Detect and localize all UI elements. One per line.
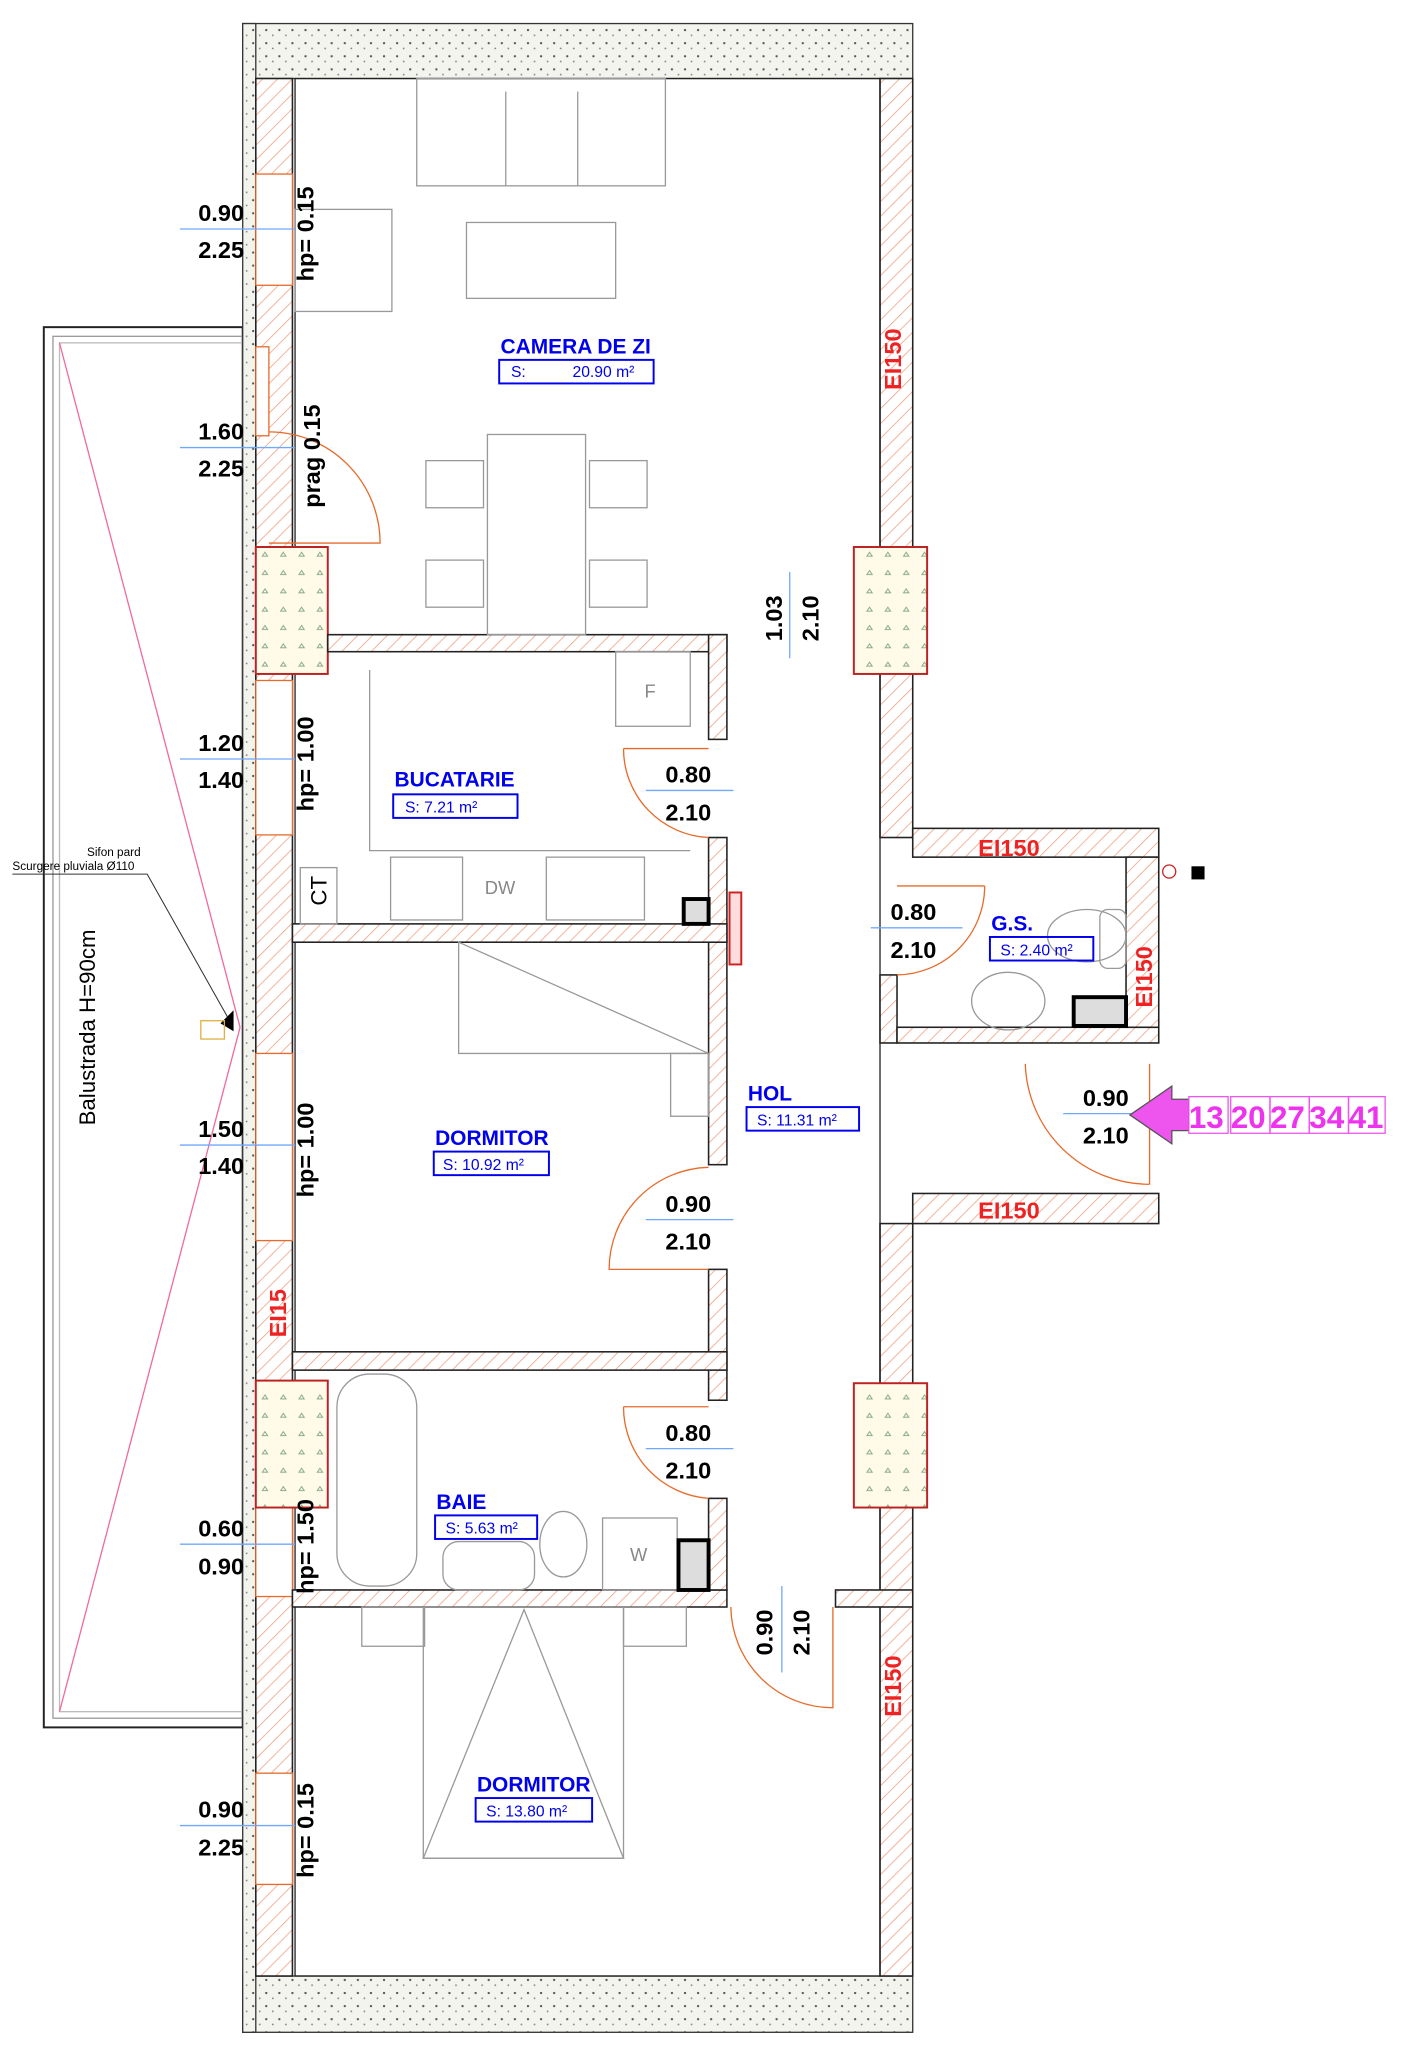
svg-text:EI150: EI150 xyxy=(880,328,906,390)
svg-text:EI150: EI150 xyxy=(880,1655,906,1717)
svg-text:hp= 1.00: hp= 1.00 xyxy=(292,1103,318,1198)
entry-number-marker: 13 20 27 34 41 xyxy=(1188,1095,1386,1135)
room-gs: G.S. S: 2.40 m² xyxy=(988,912,1095,962)
doors xyxy=(268,431,1151,1709)
svg-text:2.10: 2.10 xyxy=(665,800,711,826)
svg-text:2.25: 2.25 xyxy=(198,1835,244,1861)
svg-text:EI150: EI150 xyxy=(978,1197,1040,1223)
svg-text:2.10: 2.10 xyxy=(890,937,936,963)
svg-text:0.80: 0.80 xyxy=(665,1420,711,1446)
room-dormitor-1: DORMITOR S: 10.92 m² xyxy=(432,1127,550,1177)
svg-text:EI15: EI15 xyxy=(265,1289,291,1337)
svg-text:1.03: 1.03 xyxy=(761,595,787,641)
fridge-label: F xyxy=(644,680,655,701)
svg-text:2.10: 2.10 xyxy=(1083,1123,1129,1149)
svg-text:S: 2.40 m²: S: 2.40 m² xyxy=(1000,942,1072,959)
svg-text:G.S.: G.S. xyxy=(991,912,1033,935)
fire-ratings: EI150 EI150 EI150 EI150 EI150 EI15 xyxy=(265,328,1157,1716)
washer-label: W xyxy=(630,1544,648,1565)
svg-text:S: 11.31 m²: S: 11.31 m² xyxy=(757,1112,837,1129)
svg-text:Sifon pard: Sifon pard xyxy=(87,846,141,859)
room-bucatarie: BUCATARIE S: 7.21 m² xyxy=(392,768,519,819)
svg-text:1.40: 1.40 xyxy=(198,767,244,793)
svg-text:20: 20 xyxy=(1231,1100,1266,1135)
svg-text:2.10: 2.10 xyxy=(788,1610,814,1656)
svg-text:0.90: 0.90 xyxy=(198,1553,244,1579)
furniture xyxy=(294,77,1128,1859)
svg-text:HOL: HOL xyxy=(748,1083,792,1106)
room-baie: BAIE S: 5.63 m² xyxy=(434,1491,539,1540)
balustrade-label: Balustrada H=90cm xyxy=(75,930,100,1126)
exterior-walls xyxy=(242,22,914,2033)
svg-text:2.10: 2.10 xyxy=(665,1458,711,1484)
meter-icon xyxy=(1162,864,1205,880)
svg-text:S: 5.63 m²: S: 5.63 m² xyxy=(446,1521,518,1538)
svg-text:hp= 1.50: hp= 1.50 xyxy=(292,1499,318,1594)
svg-text:34: 34 xyxy=(1309,1100,1344,1135)
svg-text:0.90: 0.90 xyxy=(1083,1085,1129,1111)
boiler-label: CT xyxy=(306,876,331,906)
svg-text:2.10: 2.10 xyxy=(798,595,824,641)
svg-text:CAMERA DE ZI: CAMERA DE ZI xyxy=(501,335,651,358)
svg-text:DORMITOR: DORMITOR xyxy=(477,1774,591,1797)
svg-text:0.90: 0.90 xyxy=(198,1797,244,1823)
room-hol: HOL S: 11.31 m² xyxy=(745,1083,861,1132)
svg-text:2.25: 2.25 xyxy=(198,237,244,263)
slope-line xyxy=(58,1027,241,1712)
svg-text:hp= 0.15: hp= 0.15 xyxy=(292,186,318,281)
svg-text:DORMITOR: DORMITOR xyxy=(435,1127,549,1150)
svg-text:1.60: 1.60 xyxy=(198,419,244,445)
svg-text:BUCATARIE: BUCATARIE xyxy=(395,768,515,791)
windows-left xyxy=(254,173,929,1886)
svg-text:1.50: 1.50 xyxy=(198,1116,244,1142)
svg-text:S:: S: xyxy=(511,364,526,381)
svg-text:1.20: 1.20 xyxy=(198,730,244,756)
interior-walls xyxy=(291,633,1160,1608)
svg-text:hp= 1.00: hp= 1.00 xyxy=(292,716,318,811)
window-dimensions: 0.90 2.25 hp= 0.15 1.60 2.25 prag 0.15 1.2… xyxy=(179,186,325,1878)
svg-text:0.80: 0.80 xyxy=(890,899,936,925)
svg-text:EI150: EI150 xyxy=(1131,946,1157,1008)
svg-text:0.60: 0.60 xyxy=(198,1515,244,1541)
svg-text:0.80: 0.80 xyxy=(665,762,711,788)
svg-text:BAIE: BAIE xyxy=(436,1491,486,1514)
room-dormitor-2: DORMITOR S: 13.80 m² xyxy=(474,1774,594,1823)
fixture-labels: F DW CT W xyxy=(306,680,655,1565)
svg-text:27: 27 xyxy=(1270,1100,1305,1135)
svg-text:hp= 0.15: hp= 0.15 xyxy=(292,1783,318,1878)
svg-text:1.40: 1.40 xyxy=(198,1153,244,1179)
svg-text:2.10: 2.10 xyxy=(665,1229,711,1255)
door-dimensions: 1.03 2.10 0.80 2.10 0.80 2.10 0.90 2.10 0.9… xyxy=(645,571,1166,1673)
svg-text:S: 10.92 m²: S: 10.92 m² xyxy=(443,1157,524,1174)
dishwasher-label: DW xyxy=(485,877,516,898)
drain-annotation: Sifon pard Scurgere pluviala Ø110 xyxy=(12,846,234,1040)
svg-text:20.90 m²: 20.90 m² xyxy=(572,364,634,381)
svg-text:13: 13 xyxy=(1189,1100,1224,1135)
svg-text:prag 0.15: prag 0.15 xyxy=(299,404,325,507)
svg-text:S: 7.21 m²: S: 7.21 m² xyxy=(405,800,477,817)
svg-text:0.90: 0.90 xyxy=(198,200,244,226)
svg-text:0.90: 0.90 xyxy=(665,1191,711,1217)
svg-text:Scurgere pluviala Ø110: Scurgere pluviala Ø110 xyxy=(12,860,135,873)
svg-text:EI150: EI150 xyxy=(978,835,1040,861)
svg-text:2.25: 2.25 xyxy=(198,455,244,481)
svg-text:0.90: 0.90 xyxy=(752,1610,778,1656)
room-camera-de-zi: CAMERA DE ZI S: 20.90 m² xyxy=(498,335,655,385)
slope-line xyxy=(58,342,241,1028)
entry-arrow-icon xyxy=(1128,1084,1190,1145)
svg-text:41: 41 xyxy=(1348,1100,1383,1135)
svg-text:S: 13.80 m²: S: 13.80 m² xyxy=(486,1803,567,1820)
